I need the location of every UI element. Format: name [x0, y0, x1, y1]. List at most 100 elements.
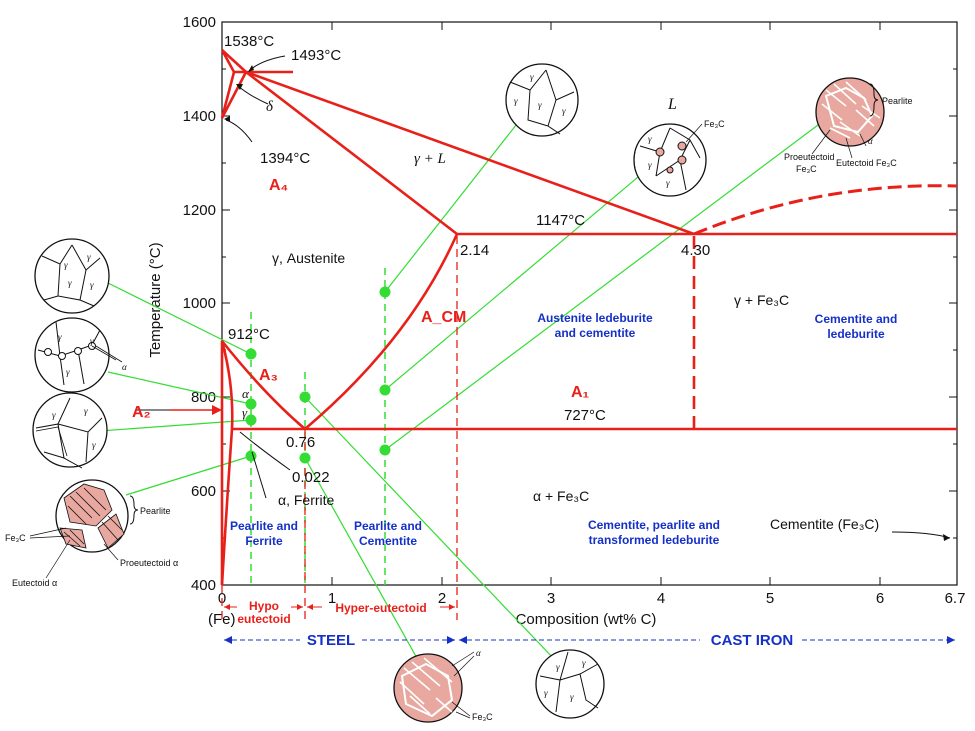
critical-a1: A₁ [571, 384, 590, 401]
a2-arrowhead [212, 405, 222, 415]
grain-gamma: γ [582, 658, 586, 668]
x-tick-label: 4 [657, 590, 665, 607]
y-tick-label: 1600 [183, 14, 216, 31]
phase-gamma-liquid: γ + L [414, 151, 446, 167]
label-912c: 912°C [228, 326, 270, 343]
grain-gamma: γ [530, 72, 534, 82]
region-cementite-pearlite-transformed: Cementite, pearlite and [588, 518, 720, 532]
phase-ferrite: α, Ferrite [278, 492, 335, 508]
grain-gamma: γ [562, 106, 566, 116]
gamma-liquid-boundary [245, 70, 458, 236]
label-1493c: 1493°C [291, 47, 341, 64]
x-tick-label: 5 [766, 590, 774, 607]
y-tick-label: 1200 [183, 202, 216, 219]
microstructure-connectors [99, 119, 819, 661]
label-pearlite: Pearlite [140, 506, 171, 516]
x-tick-label: 1 [328, 590, 336, 607]
cast-iron-label: CAST IRON [711, 632, 794, 649]
a4-line [220, 71, 248, 119]
grain-gamma: γ [538, 100, 542, 110]
region-pearlite-cementite-2: Cementite [359, 534, 417, 548]
microstructure-pearlite-bottom: α Fe₃C [393, 648, 493, 723]
x-tick-label: 6.7 [945, 590, 966, 607]
microstructure-hypereutectoid: Pearlite α Proeutectoid Fe₃C Eutectoid F… [784, 77, 913, 174]
grain-gamma: γ [64, 260, 68, 270]
label-proeutectoid-alpha: Proeutectoid α [120, 558, 178, 568]
microstructure-austenite-top: γ γ γ γ [505, 63, 579, 137]
critical-a3: A₃ [259, 367, 278, 384]
y-tick-label: 1400 [183, 108, 216, 125]
liquidus-extension [693, 184, 958, 236]
label-proeutectoid: Proeutectoid [784, 152, 835, 162]
grain-gamma: γ [68, 278, 72, 288]
region-pearlite-ferrite-2: Ferrite [245, 534, 283, 548]
steel-cast-iron-range [224, 636, 955, 644]
label-0-022: 0.022 [292, 469, 330, 486]
grain-gamma: γ [544, 688, 548, 698]
pointer-arrowheads [224, 65, 950, 541]
grain-gamma: γ [570, 692, 574, 702]
critical-a4: A₄ [269, 177, 288, 194]
microstructure-austenite-left: γ γ γ γ [34, 238, 110, 314]
label-1538c: 1538°C [224, 33, 274, 50]
composition-points [245, 286, 391, 464]
phase-delta: δ [266, 99, 274, 115]
y-axis-label: Temperature (°C) [147, 242, 164, 357]
label-eutectoid-alpha: Eutectoid α [12, 578, 57, 588]
grain-gamma: γ [90, 336, 94, 346]
x-tick-label: 2 [438, 590, 446, 607]
region-pearlite-cementite: Pearlite and [354, 519, 422, 533]
microstructure-hypoeutectoid: Pearlite Fe₃C Proeutectoid α Eutectoid α [5, 479, 178, 588]
grain-gamma: γ [666, 178, 670, 188]
x-axis-ticks [331, 22, 881, 585]
region-cementite-pearlite-transformed-2: transformed ledeburite [589, 533, 720, 547]
grain-gamma: γ [556, 662, 560, 672]
label-1147c: 1147°C [536, 212, 585, 229]
label-0-76: 0.76 [286, 434, 315, 451]
microstructure-austenite-bottom: γ γ γ γ [535, 649, 605, 719]
phase-alpha-fe3c: α + Fe₃C [533, 488, 589, 504]
label-fe3c: Fe₃C [704, 119, 725, 129]
label-alpha: α [868, 136, 873, 146]
y-tick-label: 800 [191, 389, 216, 406]
microstructure-ferrite-nucleation: γ γ γ α [34, 317, 127, 393]
grain-gamma: γ [58, 332, 62, 342]
phase-alpha-small: α [242, 386, 250, 401]
label-4-30: 4.30 [681, 242, 710, 259]
label-alpha: α [476, 648, 481, 658]
liquidus-line [221, 49, 695, 236]
region-cementite-ledeburite-2: ledeburite [827, 327, 885, 341]
eutectoid-range-arrows [224, 604, 455, 610]
label-pearlite: Pearlite [882, 96, 913, 106]
x-axis-label: Composition (wt% C) [516, 611, 657, 628]
label-fe3c: Fe₃C [5, 533, 26, 543]
region-austenite-ledeburite: Austenite ledeburite [537, 311, 653, 325]
grain-gamma: γ [92, 440, 96, 450]
grain-gamma: γ [84, 406, 88, 416]
composition-guides [250, 268, 386, 585]
grain-gamma: γ [87, 252, 91, 262]
grain-gamma: γ [514, 96, 518, 106]
delta-region-line [220, 71, 236, 119]
y-tick-label: 400 [191, 577, 216, 594]
label-1394c: 1394°C [260, 150, 310, 167]
steel-label: STEEL [307, 632, 355, 649]
hypo-label: Hypo [249, 599, 279, 613]
ferrite-solvus [220, 340, 234, 586]
region-austenite-ledeburite-2: and cementite [555, 326, 636, 340]
label-2-14: 2.14 [460, 242, 489, 259]
y-tick-label: 600 [191, 483, 216, 500]
grain-gamma: γ [648, 134, 652, 144]
a3-line [220, 340, 306, 430]
grain-gamma: γ [66, 367, 70, 377]
phase-liquid: L [667, 96, 677, 113]
label-proeutectoid-fe3c: Fe₃C [796, 164, 817, 174]
phase-cementite: Cementite (Fe₃C) [770, 516, 879, 532]
grain-gamma: γ [648, 160, 652, 170]
label-727c: 727°C [564, 407, 606, 424]
acm-line [304, 233, 459, 430]
hyper-label: Hyper-eutectoid [335, 601, 426, 615]
x-origin-label: (Fe) [208, 611, 236, 628]
phase-boundaries [220, 49, 957, 586]
